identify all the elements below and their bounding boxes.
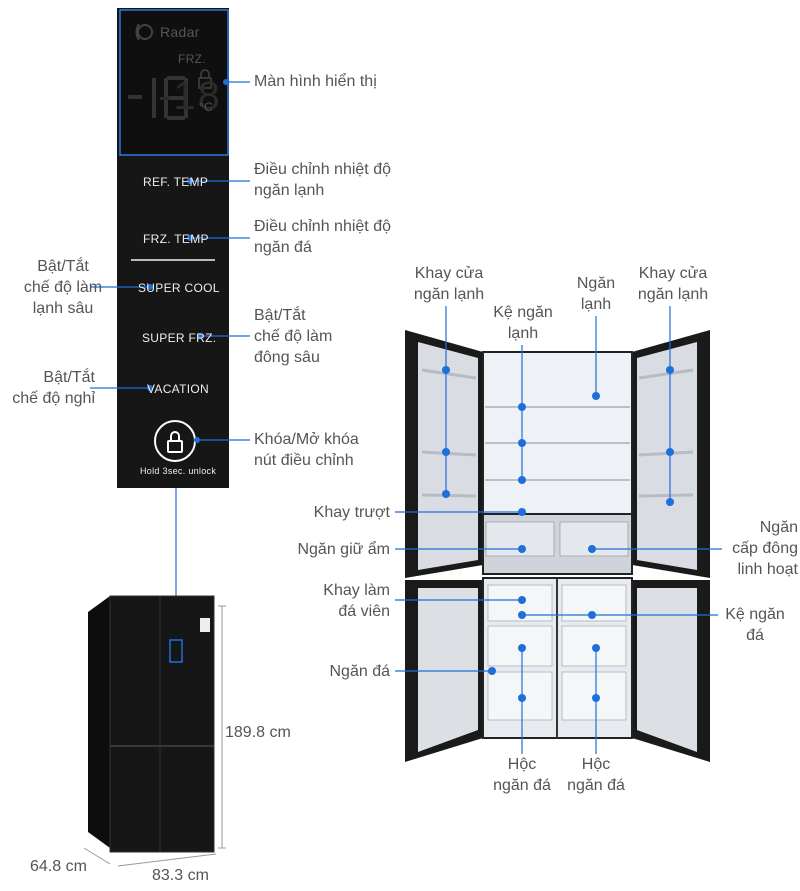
ref-temp-button[interactable]: REF. TEMP	[143, 175, 209, 189]
display-brand: Radar	[160, 24, 200, 40]
callout-display: Màn hình hiển thị	[254, 73, 377, 90]
super-frz-button[interactable]: SUPER FRZ.	[142, 331, 217, 345]
lock-icon	[167, 431, 183, 453]
super-cool-button[interactable]: SUPER COOL	[138, 281, 220, 295]
callout-sliding-tray: Khay trượt	[313, 504, 390, 521]
width-dimension: 83.3 cm	[152, 867, 209, 884]
display-mode: FRZ.	[178, 52, 206, 66]
padlock-icon	[198, 69, 212, 89]
depth-dimension: 64.8 cm	[30, 858, 87, 875]
lock-hint: Hold 3sec. unlock	[140, 466, 217, 476]
display-unit: °C	[199, 100, 214, 114]
radar-icon	[135, 23, 153, 41]
vacation-button[interactable]: VACATION	[147, 382, 209, 396]
frz-temp-button[interactable]: FRZ. TEMP	[143, 232, 209, 246]
display-temperature: -18	[158, 74, 222, 118]
callout-humidity-drawer: Ngăn giữ ẩm	[297, 541, 390, 558]
callout-freezer-compartment: Ngăn đá	[329, 663, 391, 680]
height-dimension: 189.8 cm	[225, 724, 291, 741]
